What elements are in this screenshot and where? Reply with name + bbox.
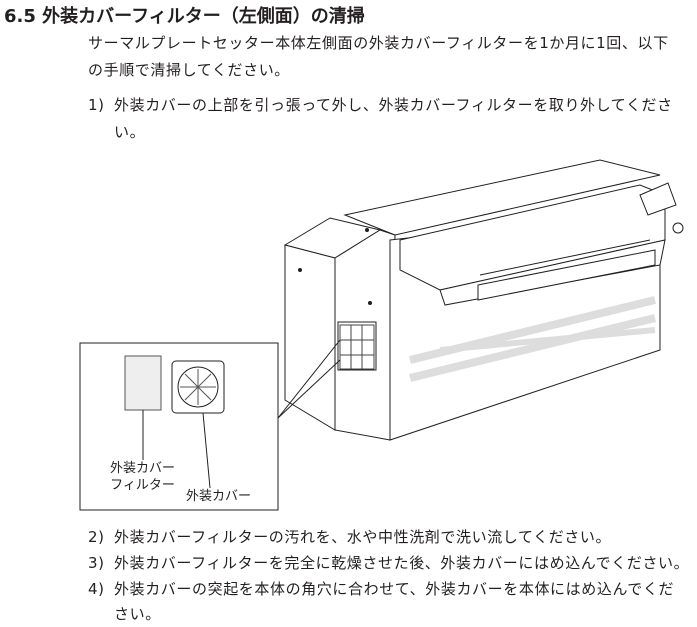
step-number: 1) xyxy=(88,96,105,114)
step-2: 2) 外装カバーフィルターの汚れを、水や中性洗剤で洗い流してください。 xyxy=(88,526,611,547)
step-text: 外装カバーの突起を本体の角穴に合わせて、外装カバーを本体にはめ込んでくだ xyxy=(114,580,675,598)
step-1-cont: い。 xyxy=(114,123,146,141)
filter-image xyxy=(124,355,162,411)
step-4-cont: さい。 xyxy=(114,605,161,623)
step-4: 4) 外装カバーの突起を本体の角穴に合わせて、外装カバーを本体にはめ込んでくだ xyxy=(88,578,674,599)
intro-line-2: の手順で清掃してください。 xyxy=(88,61,290,79)
filter-label-line: フィルター xyxy=(110,478,175,493)
filter-label: 外装カバーフィルター xyxy=(110,460,175,494)
machine-body xyxy=(283,159,684,441)
step-text: 外装カバーフィルターの汚れを、水や中性洗剤で洗い流してください。 xyxy=(114,528,612,546)
step-number: 2) xyxy=(88,528,105,546)
step-text: 外装カバーフィルターを完全に乾燥させた後、外装カバーにはめ込んでください。 xyxy=(114,554,690,572)
step-1: 1) 外装カバーの上部を引っ張って外し、外装カバーフィルターを取り外してくださ xyxy=(88,94,673,115)
step-number: 3) xyxy=(88,554,105,572)
inset-frame xyxy=(79,342,279,511)
step-number: 4) xyxy=(88,580,105,598)
section-title: 6.5 外装カバーフィルター（左側面）の清掃 xyxy=(4,6,365,27)
step-3: 3) 外装カバーフィルターを完全に乾燥させた後、外装カバーにはめ込んでください。 xyxy=(88,552,689,573)
filter-label-line: 外装カバー xyxy=(110,461,176,476)
intro-line-1: サーマルプレートセッター本体左側面の外装カバーフィルターを1か月に1回、以下 xyxy=(88,34,669,52)
cover-label: 外装カバー xyxy=(186,489,252,504)
step-text: 外装カバーの上部を引っ張って外し、外装カバーフィルターを取り外してくださ xyxy=(114,96,673,114)
